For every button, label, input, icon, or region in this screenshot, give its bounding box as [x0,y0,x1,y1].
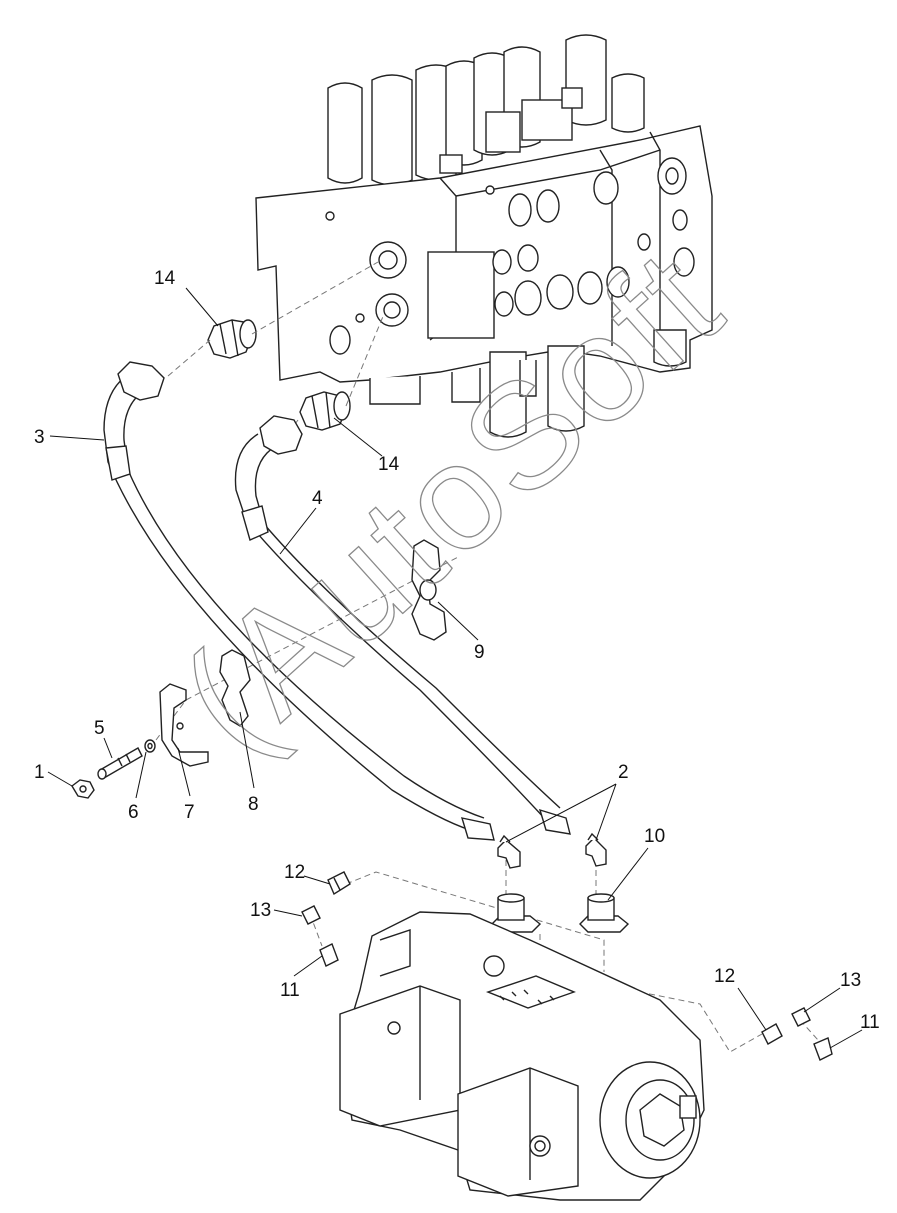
clamp-7 [159,683,209,767]
callout-11-left: 11 [280,980,300,1001]
nut-1 [71,779,95,799]
callout-7: 7 [184,802,195,823]
valve-spool-caps [327,34,645,186]
clamp-8 [219,649,251,727]
bolt-5 [97,747,143,780]
hose-assembly-4 [234,415,571,835]
washer-6 [144,739,156,753]
valve-ports [325,157,695,355]
fitting-13-right [791,1007,811,1027]
valve-spool-ends [369,329,687,438]
fitting-11-right [813,1037,833,1061]
callout-4: 4 [312,488,323,509]
callout-2: 2 [618,762,629,783]
callout-12-left: 12 [284,862,305,883]
callouts: 1 2 3 4 5 6 7 8 9 10 11 11 12 12 13 13 1… [34,268,880,1033]
callout-11-right: 11 [860,1012,880,1033]
fitting-11-left [319,943,339,967]
adapter-fitting-upper [207,319,257,359]
callout-13-left: 13 [250,900,271,921]
fitting-13-left [301,905,321,925]
adapter-fitting-lower [299,391,351,431]
control-valve-assembly [255,34,713,438]
callout-6: 6 [128,802,139,823]
callout-3: 3 [34,427,45,448]
callout-13-right: 13 [840,970,861,991]
elbow-fitting-right [585,832,607,867]
callout-8: 8 [248,794,259,815]
flange-adapter-left [491,893,542,933]
hose-assembly-3 [103,361,495,841]
flange-adapter-right [579,893,630,933]
callout-14-upper: 14 [154,268,176,289]
fitting-12-left [327,871,351,896]
leader-lines [47,287,863,1049]
callout-14-lower: 14 [378,454,400,475]
callout-5: 5 [94,718,105,739]
clamp-9 [411,539,447,641]
fitting-12-right [761,1023,783,1045]
hydraulic-pump-assembly [339,911,705,1201]
callout-10: 10 [644,826,665,847]
elbow-fitting-left [497,834,521,869]
callout-1: 1 [34,762,45,783]
callout-12-right: 12 [714,966,735,987]
callout-9: 9 [474,642,485,663]
